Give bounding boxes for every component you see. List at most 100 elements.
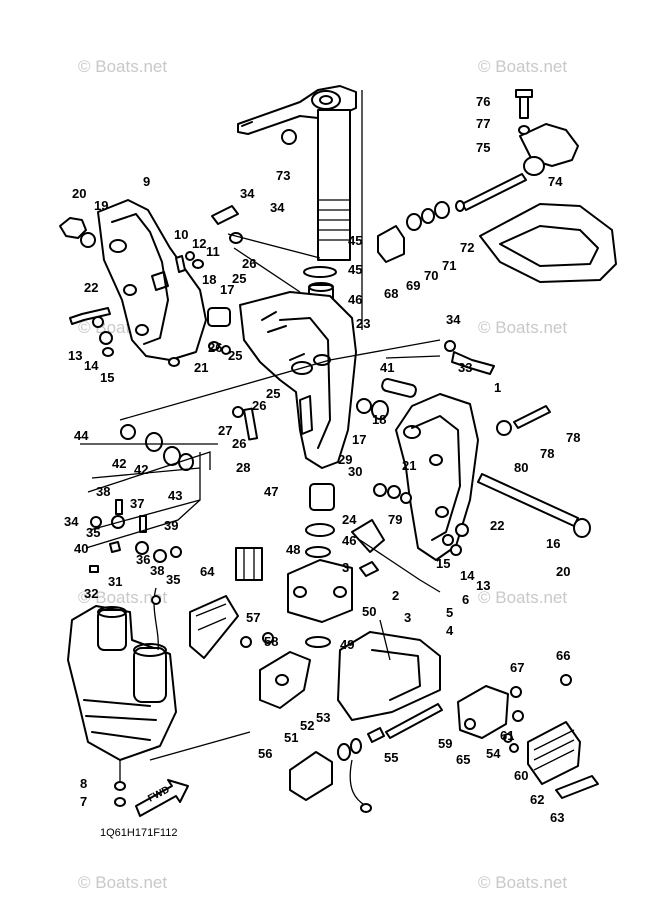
bolt [519, 95, 529, 119]
callout-label: 26 [232, 436, 246, 451]
callout-label: 33 [458, 360, 472, 375]
leader-lines [80, 233, 441, 661]
clamp-plate [351, 519, 385, 553]
callout-label: 51 [284, 730, 298, 745]
callout-label: 38 [150, 563, 164, 578]
watermark: © Boats.net [78, 588, 167, 607]
callout-label: 7 [80, 794, 87, 809]
callout-label: 52 [300, 718, 314, 733]
callout-label: 60 [514, 768, 528, 783]
callout-label: 80 [514, 460, 528, 475]
callout-label: 62 [530, 792, 544, 807]
callout-label: 64 [200, 564, 215, 579]
watermark: © Boats.net [78, 873, 167, 892]
callout-label: 15 [100, 370, 114, 385]
callout-label: 1 [494, 380, 501, 395]
callout-label: 57 [246, 610, 260, 625]
clip [359, 561, 379, 577]
watermark: © Boats.net [478, 873, 567, 892]
callout-label: 20 [556, 564, 570, 579]
mount-bolt [243, 407, 259, 441]
callout-label: 19 [94, 198, 108, 213]
callout-label: 69 [406, 278, 420, 293]
diagram-code: 1Q61H171F112 [100, 827, 177, 839]
bracket-plate [211, 205, 239, 225]
callout-label: 31 [108, 574, 122, 589]
callout-label: 67 [510, 660, 524, 675]
callout-label: 34 [270, 200, 285, 215]
bushing [377, 225, 405, 263]
washer [80, 232, 96, 248]
callout-label: 30 [348, 464, 362, 479]
trim-sensor [151, 587, 239, 659]
callout-label: 77 [476, 116, 490, 131]
left-clamp-hardware [59, 205, 243, 367]
grease-nipple [281, 129, 297, 145]
callout-label: 42 [112, 456, 126, 471]
label-plate [555, 775, 599, 799]
callout-label: 26 [242, 256, 256, 271]
callout-label: 18 [372, 412, 386, 427]
callout-label: 55 [384, 750, 398, 765]
callout-label: 34 [240, 186, 255, 201]
callout-label: 59 [438, 736, 452, 751]
callout-label: 25 [232, 271, 246, 286]
lower-bushing [309, 483, 335, 511]
callout-label: 76 [476, 94, 490, 109]
callout-label: 35 [86, 525, 100, 540]
callout-label: 5 [446, 605, 453, 620]
upper-case-outline [479, 203, 617, 283]
callout-label: 71 [442, 258, 456, 273]
watermark: © Boats.net [478, 318, 567, 337]
callout-label: 79 [388, 512, 402, 527]
callout-label: 13 [68, 348, 82, 363]
callout-label: 72 [460, 240, 474, 255]
watermark: © Boats.net [478, 57, 567, 76]
callout-label: 41 [380, 360, 394, 375]
rubber-mount [523, 156, 545, 176]
callout-label: 24 [342, 512, 357, 527]
callout-label: 78 [566, 430, 580, 445]
callout-label: 14 [84, 358, 99, 373]
callout-label: 43 [168, 488, 182, 503]
callout-label: 44 [74, 428, 89, 443]
callout-label: 54 [486, 746, 501, 761]
nut [59, 217, 87, 239]
lower-center-parts [240, 631, 443, 813]
thrust-washer [303, 266, 337, 278]
callout-label: 56 [258, 746, 272, 761]
callout-label: 34 [446, 312, 461, 327]
anode [527, 721, 581, 785]
callout-label: 37 [130, 496, 144, 511]
steering-shaft [317, 109, 351, 261]
callout-label: 8 [80, 776, 87, 791]
callout-label: 18 [202, 272, 216, 287]
callout-label: 3 [404, 610, 411, 625]
callout-label: 26 [208, 340, 222, 355]
callout-label: 73 [276, 168, 290, 183]
callout-label: 50 [362, 604, 376, 619]
callout-label: 32 [84, 586, 98, 601]
lower-mount-assembly [235, 483, 385, 648]
callout-label: 21 [194, 360, 208, 375]
grommet-detail [235, 547, 263, 581]
callout-label: 13 [476, 578, 490, 593]
anode-assembly [457, 674, 599, 799]
callout-label: 49 [340, 637, 354, 652]
callout-label: 28 [236, 460, 250, 475]
lower-case-cover [337, 631, 441, 721]
callout-label: 47 [264, 484, 278, 499]
watermark: © Boats.net [78, 57, 167, 76]
callout-label: 36 [136, 552, 150, 567]
mount-bolt [385, 703, 443, 739]
steering-arm-assembly [237, 85, 363, 330]
callout-label: 66 [556, 648, 570, 663]
callout-label: 26 [252, 398, 266, 413]
callout-label: 6 [462, 592, 469, 607]
callout-label: 3 [342, 560, 349, 575]
callout-label: 63 [550, 810, 564, 825]
callout-label: 46 [342, 533, 356, 548]
arm-pin [241, 121, 253, 127]
callout-label: 45 [348, 233, 362, 248]
